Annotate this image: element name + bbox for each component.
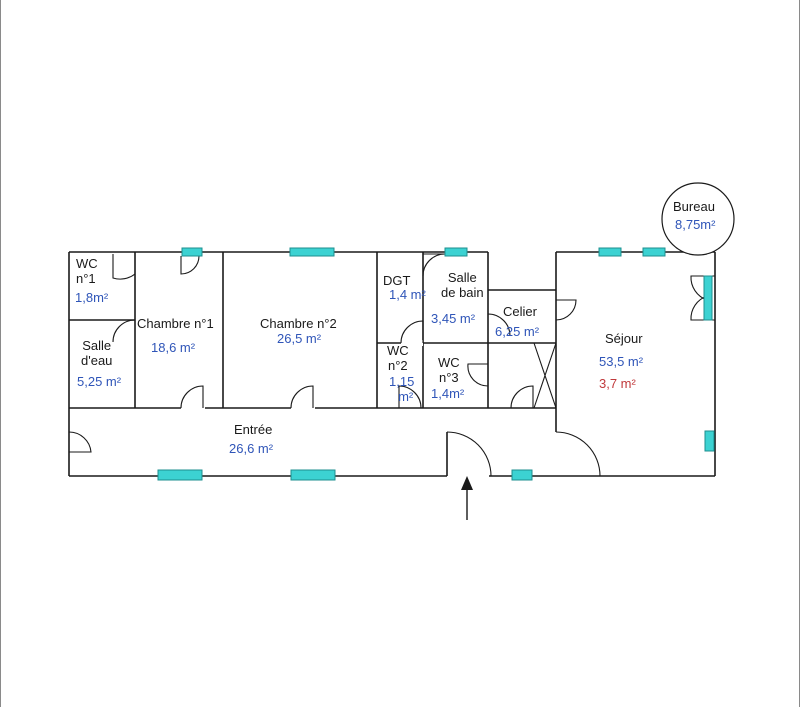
wc2-area-line2: m² xyxy=(398,389,414,404)
chambre1-area: 18,6 m² xyxy=(151,340,196,355)
salle-eau-name: Salle d'eau xyxy=(81,338,112,368)
dgt-door xyxy=(400,320,424,344)
wc3-name: WC n°3 xyxy=(438,355,460,385)
windows xyxy=(157,247,715,481)
bureau-area: 8,75m² xyxy=(675,217,716,232)
dgt-area: 1,4 m² xyxy=(389,287,426,302)
wc3-name-line2: n°3 xyxy=(439,370,459,385)
salle-eau-area: 5,25 m² xyxy=(77,374,122,389)
salle-bain-name: Salle de bain xyxy=(441,270,484,300)
window xyxy=(598,247,622,257)
salle-eau-name-line2: d'eau xyxy=(81,353,113,368)
celier-area: 6,25 m² xyxy=(495,324,540,339)
outer-walls xyxy=(68,251,716,477)
wc3-name-line1: WC xyxy=(438,355,460,370)
sejour-area-secondary: 3,7 m² xyxy=(599,376,636,391)
entree-area: 26,6 m² xyxy=(229,441,274,456)
wc1-name-line2: n°1 xyxy=(76,271,96,286)
entree-name: Entrée xyxy=(234,422,273,437)
sejour-door xyxy=(555,431,601,477)
window xyxy=(642,247,666,257)
wc2-door xyxy=(398,385,422,409)
window xyxy=(181,247,203,257)
chambre1-top-door xyxy=(180,255,200,275)
salle-bain-name-line2: de bain xyxy=(441,285,484,300)
wc2-area: 1,15 m² xyxy=(389,374,414,404)
wc2-name-line2: n°2 xyxy=(388,358,408,373)
sejour-area: 53,5 m² xyxy=(599,354,644,369)
wc2-name: WC n°2 xyxy=(387,343,409,373)
entree-side-door xyxy=(68,431,92,453)
window xyxy=(157,469,203,481)
salle-bain-name-line1: Salle xyxy=(447,270,477,285)
chambre1-name: Chambre n°1 xyxy=(137,316,214,331)
celier-door xyxy=(555,299,577,321)
wc1-area: 1,8m² xyxy=(75,290,109,305)
main-entrance-door xyxy=(446,431,492,477)
chambre1-door xyxy=(180,385,204,409)
wc3-door xyxy=(467,363,489,387)
chambre2-door xyxy=(290,385,314,409)
salle-eau-door xyxy=(112,319,136,343)
chambre2-area: 26,5 m² xyxy=(277,331,322,346)
wc2-name-line1: WC xyxy=(387,343,409,358)
wc1-name: WC n°1 xyxy=(76,256,98,286)
wc1-door xyxy=(112,254,136,280)
wc2-area-line1: 1,15 xyxy=(389,374,415,389)
window xyxy=(444,247,468,257)
celier-inner-door xyxy=(487,313,511,337)
sejour-name: Séjour xyxy=(605,331,643,346)
bureau-outline xyxy=(661,182,735,256)
up-arrow-icon xyxy=(461,476,473,520)
window xyxy=(289,247,335,257)
bureau-name: Bureau xyxy=(673,199,715,214)
wc1-name-line1: WC xyxy=(76,256,98,271)
doors xyxy=(68,253,715,477)
salle-eau-name-line1: Salle xyxy=(82,338,112,353)
celier-left-leaf xyxy=(510,385,534,409)
window xyxy=(511,469,533,481)
chambre2-name: Chambre n°2 xyxy=(260,316,337,331)
window xyxy=(290,469,336,481)
window xyxy=(703,275,713,321)
window xyxy=(704,430,715,452)
wc3-area: 1,4m² xyxy=(431,386,465,401)
celier-name: Celier xyxy=(503,304,537,319)
dgt-name: DGT xyxy=(383,273,411,288)
celier-cupboard xyxy=(533,342,557,409)
salle-bain-area: 3,45 m² xyxy=(431,311,476,326)
